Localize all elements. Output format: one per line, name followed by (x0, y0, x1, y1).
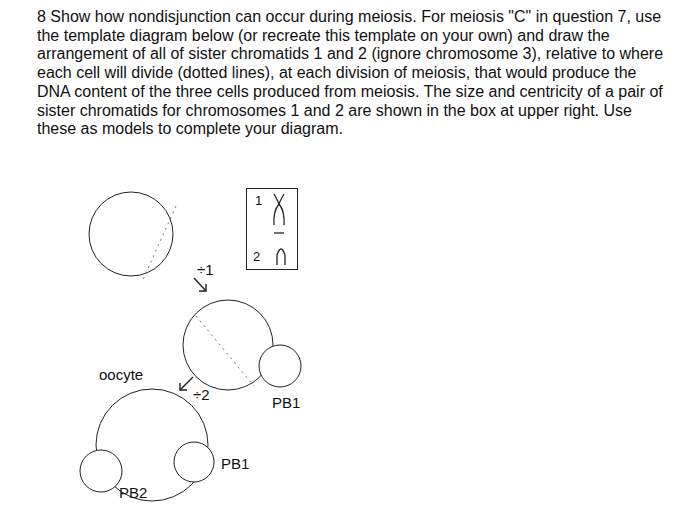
chromosome-model-box: 12 (246, 188, 298, 270)
divider-mark (274, 232, 284, 233)
polar-body-circle (174, 442, 214, 482)
primary-oocyte-circle (89, 192, 173, 276)
chromatid-arm (274, 204, 284, 225)
cell-label: oocyte (99, 366, 143, 383)
chromosome-number: 2 (253, 250, 260, 264)
polar-body-circle (259, 345, 301, 387)
division-line (142, 206, 176, 282)
acrocentric-chromatids (277, 249, 285, 265)
secondary-oocyte-circle (183, 300, 273, 390)
polar-body-circle (80, 450, 122, 492)
division-arrow (180, 377, 193, 390)
division-arrow (194, 278, 206, 291)
polar-body-label: PB1 (221, 455, 249, 472)
chromatid-arm (274, 194, 284, 204)
division-line (196, 316, 254, 386)
division-label: ÷2 (193, 386, 210, 403)
polar-body-label: PB1 (272, 394, 300, 411)
polar-body-label: PB2 (119, 484, 147, 501)
division-label: ÷1 (197, 261, 214, 278)
chromosome-number: 1 (255, 194, 262, 208)
question-text: 8 Show how nondisjunction can occur duri… (37, 8, 665, 139)
